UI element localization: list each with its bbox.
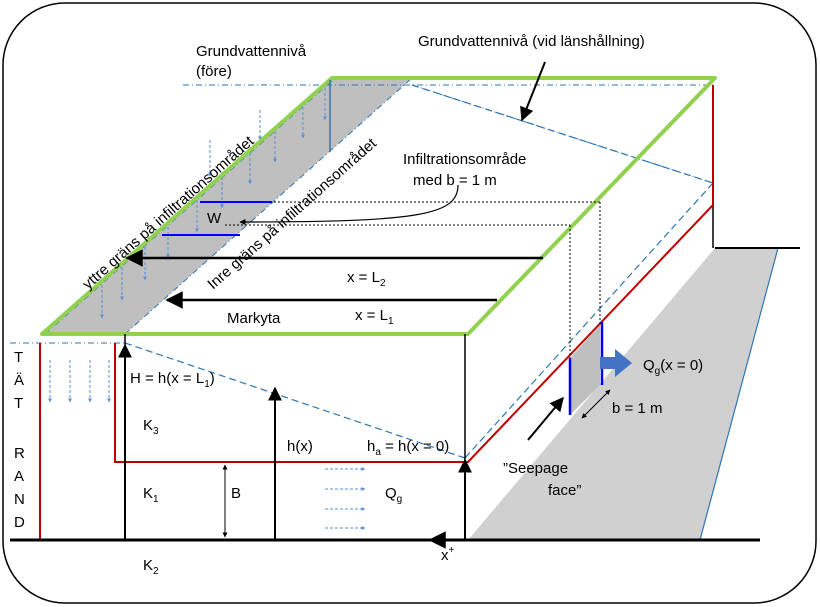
markyta-label: Markyta (227, 310, 281, 327)
svg-text:T: T (14, 395, 23, 412)
left-infiltration-arrows (48, 360, 111, 403)
infiltration-area-label-2: med b = 1 m (413, 172, 497, 189)
infiltration-strip (45, 78, 412, 334)
groundwater-drained-label: Grundvattennivå (vid länshållning) (418, 33, 645, 50)
x-l2-label: x = L2 (347, 269, 386, 289)
x-origin-label: x+ (441, 545, 455, 564)
groundwater-before-label-1: Grundvattennivå (196, 43, 307, 60)
k2-label: K2 (143, 557, 159, 577)
x-l1-label: x = L1 (355, 307, 394, 327)
b1m-label: b = 1 m (612, 400, 662, 417)
projection-lines (225, 201, 601, 358)
svg-text:N: N (14, 491, 25, 508)
infiltration-area-label-1: Infiltrationsområde (403, 151, 526, 168)
svg-text:A: A (14, 468, 24, 485)
seepage-label-1: ”Seepage (503, 460, 568, 477)
excavation-floor (468, 248, 778, 540)
svg-text:R: R (14, 445, 25, 462)
B-label: B (231, 485, 241, 502)
qg-out-label: Qg(x = 0) (643, 357, 703, 377)
tat-rand-label: T Ä T R A N D (14, 349, 25, 531)
k3-label: K3 (143, 417, 159, 437)
ground-surface (40, 76, 717, 336)
w-label: W (207, 210, 222, 227)
ha-label: ha = h(x = 0) (367, 438, 449, 458)
H-label: H = h(x = L1) (130, 370, 215, 390)
qg-label: Qg (385, 485, 402, 505)
drained-pointer (520, 61, 546, 122)
excavation-edge (699, 247, 779, 541)
qg-out-arrow (600, 349, 632, 377)
infiltration-pointer (239, 184, 459, 225)
k1-label: K1 (143, 485, 159, 505)
groundwater-before-label-2: (före) (196, 63, 232, 80)
svg-text:D: D (14, 514, 25, 531)
seepage-label-2: face” (548, 482, 581, 499)
svg-text:Ä: Ä (14, 372, 24, 389)
qg-flow-arrows (325, 467, 366, 530)
svg-text:T: T (14, 349, 23, 366)
b-dimension (581, 389, 611, 419)
seepage-pointer (527, 396, 564, 441)
hx-label: h(x) (287, 438, 313, 455)
